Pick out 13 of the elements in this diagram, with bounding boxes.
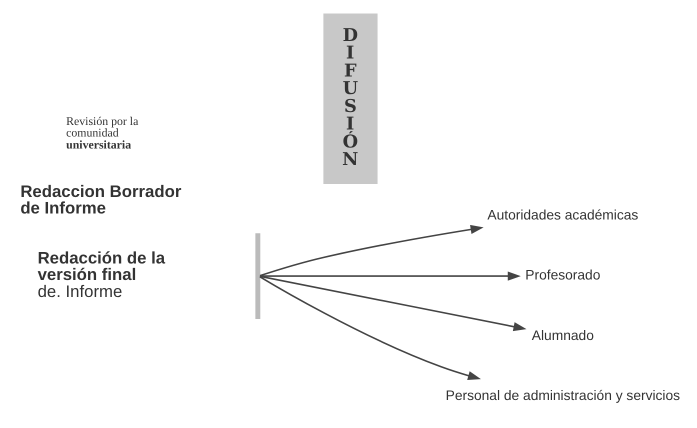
label: Redaccion Borrador de Informe xyxy=(20,182,182,218)
node-text: Profesorado xyxy=(525,268,600,283)
node-text: Personal de administración y servicios xyxy=(446,388,680,403)
arrow xyxy=(260,224,484,276)
label: Redacción de la versión final de. Informe xyxy=(38,248,166,301)
node-text: Autoridades académicas xyxy=(487,208,638,223)
node-text: Alumnado xyxy=(532,328,594,343)
node-box: DIFUSIÓN xyxy=(323,13,378,184)
label: Revisión por la comunidad universitaria xyxy=(66,114,138,152)
arrow xyxy=(260,276,526,332)
node-bar xyxy=(255,233,260,319)
arrow xyxy=(260,272,521,281)
arrow xyxy=(260,276,481,380)
